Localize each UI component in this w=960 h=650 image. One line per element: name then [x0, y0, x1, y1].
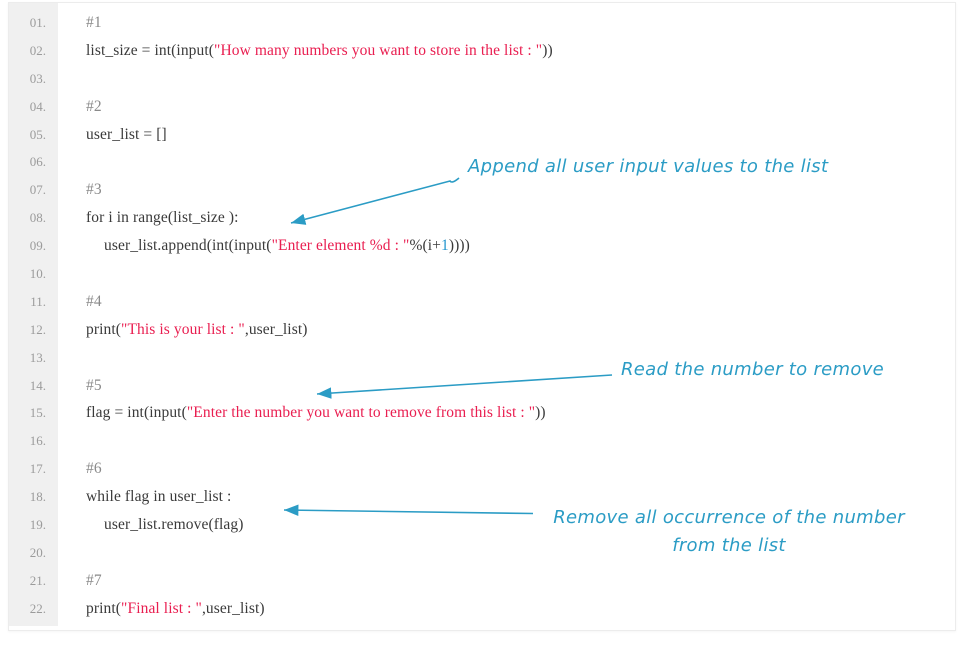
- code-segment-code: user_list.append(int(input(: [104, 237, 272, 255]
- line-number-gutter: [9, 3, 58, 626]
- code-segment-code: for i in range(list_size ):: [86, 209, 239, 227]
- code-segment-string: "This is your list : ": [121, 320, 245, 338]
- code-segment-string: "How many numbers you want to store in t…: [214, 41, 543, 59]
- code-text: #2: [58, 98, 102, 116]
- line-number: 02.: [29, 42, 46, 58]
- code-segment-code: user_list = []: [86, 125, 167, 143]
- line-number: 01.: [29, 14, 46, 30]
- code-segment-comment: #7: [86, 571, 102, 589]
- code-segment-comment: #1: [86, 13, 102, 31]
- line-number: 06.: [29, 154, 46, 170]
- code-line: 03.: [9, 65, 955, 93]
- code-line: 16.: [9, 427, 955, 455]
- line-number: 14.: [29, 377, 46, 393]
- code-segment-comment: #3: [86, 181, 102, 199]
- code-line: 20.: [9, 539, 955, 567]
- code-line: 14. #5: [9, 372, 955, 400]
- code-line: 21. #7: [9, 567, 955, 595]
- code-line: 18. while flag in user_list :: [9, 483, 955, 511]
- line-number: 08.: [29, 210, 46, 226]
- code-line: 12. print("This is your list : ",user_lis…: [9, 316, 955, 344]
- line-number: 12.: [29, 321, 46, 337]
- code-line: 02. list_size = int(input("How many numbe…: [9, 37, 955, 65]
- code-rows: 01. #1 02. list_size = int(input("How many …: [9, 3, 955, 623]
- line-number: 05.: [29, 126, 46, 142]
- code-line: 15. flag = int(input("Enter the number yo…: [9, 399, 955, 427]
- code-text: #7: [58, 572, 102, 590]
- code-line: 07. #3: [9, 176, 955, 204]
- line-number: 04.: [29, 98, 46, 114]
- code-text: for i in range(list_size ):: [58, 209, 239, 227]
- code-text: print("Final list : ",user_list): [58, 600, 265, 618]
- line-number: 18.: [29, 489, 46, 505]
- code-segment-number: 1: [440, 237, 449, 255]
- code-segment-code: ,user_list): [244, 320, 308, 338]
- code-segment-comment: #6: [86, 460, 102, 478]
- annotation-append: Append all user input values to the list: [468, 156, 829, 177]
- code-segment-code: )): [535, 404, 546, 422]
- code-segment-code: ,user_list): [201, 599, 265, 617]
- line-number: 13.: [29, 349, 46, 365]
- line-number: 17.: [29, 461, 46, 477]
- code-line: 01. #1: [9, 9, 955, 37]
- code-segment-string: "Enter element %d : ": [271, 237, 410, 255]
- line-number: 09.: [29, 238, 46, 254]
- code-line: 19. user_list.remove(flag): [9, 511, 955, 539]
- code-segment-code: print(: [86, 599, 122, 617]
- code-text: #1: [58, 14, 102, 32]
- code-segment-comment: #2: [86, 97, 102, 115]
- annotation-read: Read the number to remove: [621, 359, 885, 380]
- code-line: 22. print("Final list : ",user_list): [9, 595, 955, 623]
- code-text: list_size = int(input("How many numbers …: [58, 42, 553, 60]
- code-text: #6: [58, 460, 102, 478]
- annotation-remove-line2: from the list: [672, 535, 786, 556]
- annotation-remove: Remove all occurrence of the number from…: [538, 504, 920, 560]
- line-number: 21.: [29, 572, 46, 588]
- code-segment-comment: #5: [86, 376, 102, 394]
- code-segment-string: "Final list : ": [121, 599, 202, 617]
- line-number: 15.: [29, 405, 46, 421]
- code-segment-code: list_size = int(input(: [86, 41, 215, 59]
- code-text: user_list = []: [58, 126, 167, 144]
- code-text: print("This is your list : ",user_list): [58, 321, 308, 339]
- code-text: #4: [58, 293, 102, 311]
- code-snippet-card: 01. #1 02. list_size = int(input("How many …: [8, 2, 956, 631]
- line-number: 16.: [29, 433, 46, 449]
- code-segment-code: )): [542, 41, 553, 59]
- code-line: 04. #2: [9, 93, 955, 121]
- line-number: 20.: [29, 544, 46, 560]
- annotation-remove-line1: Remove all occurrence of the number: [553, 507, 905, 528]
- code-text: #5: [58, 377, 102, 395]
- code-text: flag = int(input("Enter the number you w…: [58, 404, 546, 422]
- line-number: 22.: [29, 600, 46, 616]
- code-line: 17. #6: [9, 455, 955, 483]
- code-line: 05. user_list = []: [9, 121, 955, 149]
- code-text: #3: [58, 181, 102, 199]
- code-text: user_list.remove(flag): [58, 516, 244, 534]
- code-line: 13.: [9, 344, 955, 372]
- code-text: user_list.append(int(input("Enter elemen…: [58, 237, 470, 255]
- code-text: while flag in user_list :: [58, 488, 231, 506]
- code-segment-code: while flag in user_list :: [86, 488, 232, 506]
- code-line: 08. for i in range(list_size ):: [9, 204, 955, 232]
- line-number: 03.: [29, 70, 46, 86]
- code-segment-code: )))): [448, 237, 470, 255]
- code-segment-code: user_list.remove(flag): [104, 515, 244, 533]
- code-segment-comment: #4: [86, 292, 102, 310]
- code-line: 06.: [9, 148, 955, 176]
- code-segment-code: print(: [86, 320, 122, 338]
- code-segment-code: %(i+: [409, 237, 441, 255]
- code-line: 10.: [9, 260, 955, 288]
- code-line: 09. user_list.append(int(input("Enter ele…: [9, 232, 955, 260]
- code-line: 11. #4: [9, 288, 955, 316]
- code-segment-string: "Enter the number you want to remove fro…: [186, 404, 536, 422]
- line-number: 10.: [29, 265, 46, 281]
- line-number: 11.: [30, 293, 46, 309]
- line-number: 19.: [29, 516, 46, 532]
- code-segment-code: flag = int(input(: [86, 404, 187, 422]
- line-number: 07.: [29, 182, 46, 198]
